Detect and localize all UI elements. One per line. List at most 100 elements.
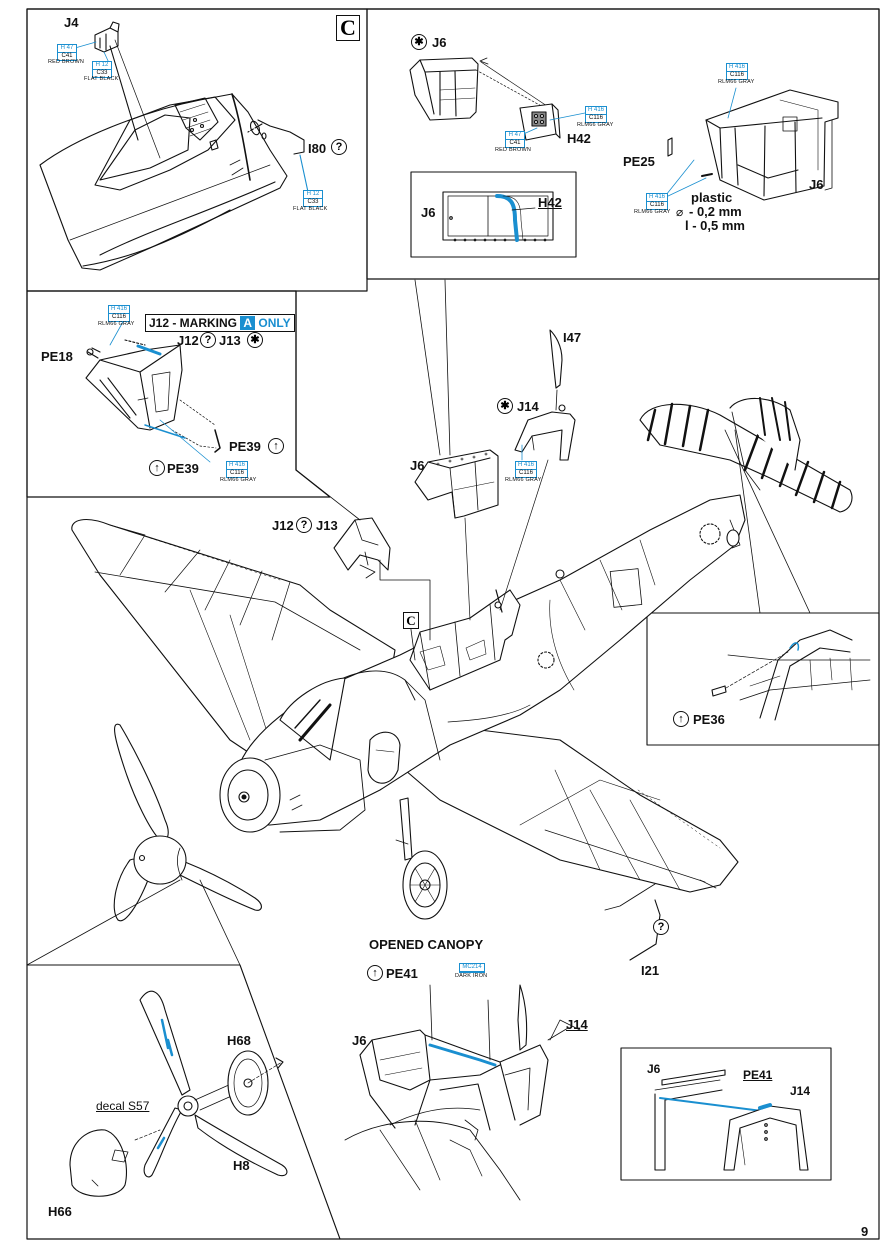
panel-c-i80-part (247, 119, 309, 193)
panel-canopy-drawing (344, 984, 581, 1201)
color-code-h: H 416 (227, 462, 247, 470)
panel-c-fuselage-drawing (39, 93, 288, 271)
panel-j12-part (85, 319, 221, 463)
optional-part-icon: ? (331, 139, 347, 155)
main-propeller (113, 723, 262, 922)
part-label-j14: J14 (517, 399, 539, 414)
star-marking-icon: ✱ (411, 34, 427, 50)
part-label-pe39-left: PE39 (167, 461, 199, 476)
panel-prop-frame (26, 964, 341, 1240)
color-box-dark-iron: MC214 (459, 963, 485, 973)
marking-banner: J12 - MARKING A ONLY (145, 314, 295, 332)
color-name-red-brown-c: RED BROWN (48, 59, 85, 65)
color-name-gray-j12-top: RLM66 GRAY (98, 321, 135, 327)
main-right-wing (404, 724, 739, 893)
part-label-pe36: PE36 (693, 712, 725, 727)
plastic-title: plastic (691, 190, 733, 205)
part-label-h68: H68 (227, 1033, 251, 1048)
color-name-gray-h42: RLM66 GRAY (577, 122, 614, 128)
optional-part-icon: ? (653, 919, 669, 935)
main-part-j14 (499, 404, 576, 611)
diameter-icon: ⌀ (676, 205, 684, 219)
main-ref-c: C (403, 612, 419, 629)
color-name-gray-pe25: RLM66 GRAY (634, 209, 671, 215)
bend-arrow-icon: ↑ (268, 438, 284, 454)
main-tail (639, 397, 853, 513)
color-name-gray-j14: RLM66 GRAY (505, 477, 542, 483)
panel-j6-detail-box (410, 171, 577, 258)
panel-prop-drawing (69, 990, 288, 1197)
main-landing-gear (395, 519, 741, 920)
bend-arrow-icon: ↑ (673, 711, 689, 727)
part-label-i21: I21 (641, 963, 660, 978)
color-code-h: H 12 (304, 191, 322, 199)
part-label-pe25: PE25 (623, 154, 655, 169)
panel-j6-left-part (409, 57, 551, 121)
panel-pe36-drawing (711, 629, 871, 721)
color-code-h: H 416 (586, 107, 606, 115)
color-code-c: C116 (519, 470, 533, 476)
panel-canopy-detail-drawing (654, 1069, 809, 1171)
part-label-j13: J13 (219, 333, 241, 348)
plastic-diameter: - 0,2 mm (689, 204, 742, 219)
part-label-pe39-right: PE39 (229, 439, 261, 454)
part-label-j12: J12 (177, 333, 199, 348)
detail-label-j14: J14 (790, 1084, 811, 1098)
panel-c-j4-part (94, 21, 161, 159)
color-name-red-brown-h42: RED BROWN (495, 147, 532, 153)
color-code-h: H 47 (506, 132, 524, 140)
bend-arrow-icon: ↑ (367, 965, 383, 981)
part-label-i47: I47 (563, 330, 582, 345)
color-name-gray-top: RLM66 GRAY (718, 79, 755, 85)
part-label-j6-canopy: J6 (352, 1033, 367, 1048)
part-label-j4: J4 (64, 15, 79, 30)
color-code-h: H 416 (109, 306, 129, 314)
part-label-j6-right: J6 (809, 177, 824, 192)
part-label-j6-main: J6 (410, 458, 425, 473)
color-code-h: H 416 (727, 64, 747, 72)
color-code-h: H 416 (516, 462, 536, 470)
main-leader-lines (26, 279, 811, 966)
color-code-c: C116 (230, 470, 244, 476)
page-number: 9 (861, 1224, 869, 1239)
part-label-j14-canopy: J14 (566, 1017, 588, 1032)
panel-j6-right-part (665, 87, 839, 201)
color-name-gray-j12-bottom: RLM66 GRAY (220, 477, 257, 483)
color-code-h: MC214 (460, 964, 484, 972)
color-code-c: C33 (307, 199, 319, 205)
banner-suffix: ONLY (258, 316, 291, 330)
part-label-pe18: PE18 (41, 349, 73, 364)
detail-label-j6: J6 (421, 205, 436, 220)
part-label-j12-main: J12 (272, 518, 294, 533)
color-code-c: C33 (96, 70, 108, 76)
color-code-h: H 47 (58, 45, 76, 53)
color-code-c: C41 (509, 140, 521, 146)
main-part-j12-j13 (333, 517, 391, 579)
color-code-c: C116 (112, 314, 126, 320)
color-name-dark-iron: DARK IRON (455, 973, 488, 979)
part-label-j13-main: J13 (316, 518, 338, 533)
main-part-j6 (414, 449, 499, 621)
optional-part-icon: ? (296, 517, 312, 533)
part-label-pe41: PE41 (386, 966, 418, 981)
color-code-c: C116 (650, 202, 664, 208)
part-label-j6-top: J6 (432, 35, 447, 50)
detail-label-h42: H42 (538, 195, 562, 210)
main-canopy (409, 589, 521, 691)
optional-part-icon: ? (200, 332, 216, 348)
decal-label: decal S57 (96, 1099, 150, 1113)
bend-arrow-icon: ↑ (149, 460, 165, 476)
part-label-h8: H8 (233, 1158, 250, 1173)
star-marking-icon: ✱ (247, 332, 263, 348)
